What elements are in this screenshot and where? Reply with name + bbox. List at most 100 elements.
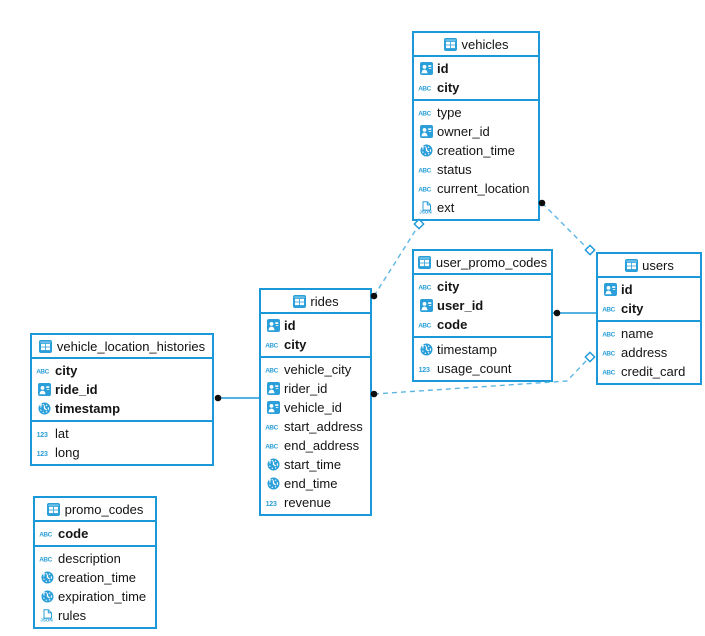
column-name: long — [55, 445, 80, 460]
svg-text:123: 123 — [419, 367, 430, 374]
uuid-icon — [36, 383, 52, 396]
column-name: start_address — [284, 419, 363, 434]
text-icon: ABC — [39, 552, 55, 565]
table-header[interactable]: user_promo_codes — [414, 251, 551, 275]
number-icon: 123 — [265, 496, 281, 509]
uuid-icon — [265, 401, 281, 414]
table-name: rides — [310, 293, 339, 309]
column-row-vehicle_id[interactable]: vehicle_id — [261, 398, 370, 417]
table-header[interactable]: users — [598, 254, 700, 278]
time-icon — [39, 590, 55, 603]
primary-key-row-id[interactable]: id — [261, 316, 370, 335]
column-row-owner_id[interactable]: owner_id — [414, 122, 538, 141]
primary-key-row-user_id[interactable]: user_id — [414, 296, 551, 315]
uuid-icon — [418, 299, 434, 312]
column-row-lat[interactable]: 123 lat — [32, 424, 212, 443]
svg-text:ABC: ABC — [418, 111, 431, 118]
primary-key-row-city[interactable]: ABC city — [598, 299, 700, 318]
column-name: city — [437, 80, 460, 95]
table-name: user_promo_codes — [435, 254, 548, 270]
column-name: lat — [55, 426, 69, 441]
column-row-creation_time[interactable]: creation_time — [414, 141, 538, 160]
column-name: description — [58, 551, 121, 566]
relation-dot-marker — [214, 394, 222, 402]
table-header[interactable]: vehicles — [414, 33, 538, 57]
text-icon: ABC — [418, 81, 434, 94]
uuid-icon — [265, 382, 281, 395]
column-row-expiration_time[interactable]: expiration_time — [35, 587, 155, 606]
time-icon — [36, 402, 52, 415]
table-icon — [39, 339, 53, 353]
column-name: ride_id — [55, 382, 98, 397]
table-header[interactable]: rides — [261, 290, 370, 314]
column-name: creation_time — [437, 143, 516, 158]
column-row-timestamp[interactable]: timestamp — [414, 340, 551, 359]
time-icon — [39, 571, 55, 584]
table-name: vehicle_location_histories — [56, 338, 206, 354]
svg-text:ABC: ABC — [602, 307, 615, 314]
svg-text:ABC: ABC — [39, 532, 52, 539]
column-name: city — [621, 301, 644, 316]
table-header[interactable]: vehicle_location_histories — [32, 335, 212, 359]
table-icon — [418, 255, 432, 269]
json-icon: JSON — [418, 201, 434, 214]
svg-text:123: 123 — [37, 432, 48, 439]
text-icon: ABC — [418, 182, 434, 195]
text-icon: ABC — [265, 338, 281, 351]
column-name: status — [437, 162, 472, 177]
column-name: owner_id — [437, 124, 490, 139]
column-row-rider_id[interactable]: rider_id — [261, 379, 370, 398]
text-icon: ABC — [602, 365, 618, 378]
column-row-end_time[interactable]: end_time — [261, 474, 370, 493]
primary-key-row-ride_id[interactable]: ride_id — [32, 380, 212, 399]
column-row-creation_time[interactable]: creation_time — [35, 568, 155, 587]
column-row-start_time[interactable]: start_time — [261, 455, 370, 474]
column-name: end_time — [284, 476, 338, 491]
svg-text:JSON: JSON — [40, 618, 53, 622]
uuid-icon — [265, 319, 281, 332]
primary-key-row-id[interactable]: id — [598, 280, 700, 299]
table-header[interactable]: promo_codes — [35, 498, 155, 522]
relation-dot-marker — [553, 309, 561, 317]
time-icon — [265, 458, 281, 471]
primary-key-row-id[interactable]: id — [414, 59, 538, 78]
primary-key-row-timestamp[interactable]: timestamp — [32, 399, 212, 418]
relation-rides-to-vehicles[interactable] — [373, 227, 418, 297]
text-icon: ABC — [602, 327, 618, 340]
number-icon: 123 — [36, 446, 52, 459]
table-icon — [47, 502, 61, 516]
relation-vehicles-to-users[interactable] — [541, 202, 588, 249]
